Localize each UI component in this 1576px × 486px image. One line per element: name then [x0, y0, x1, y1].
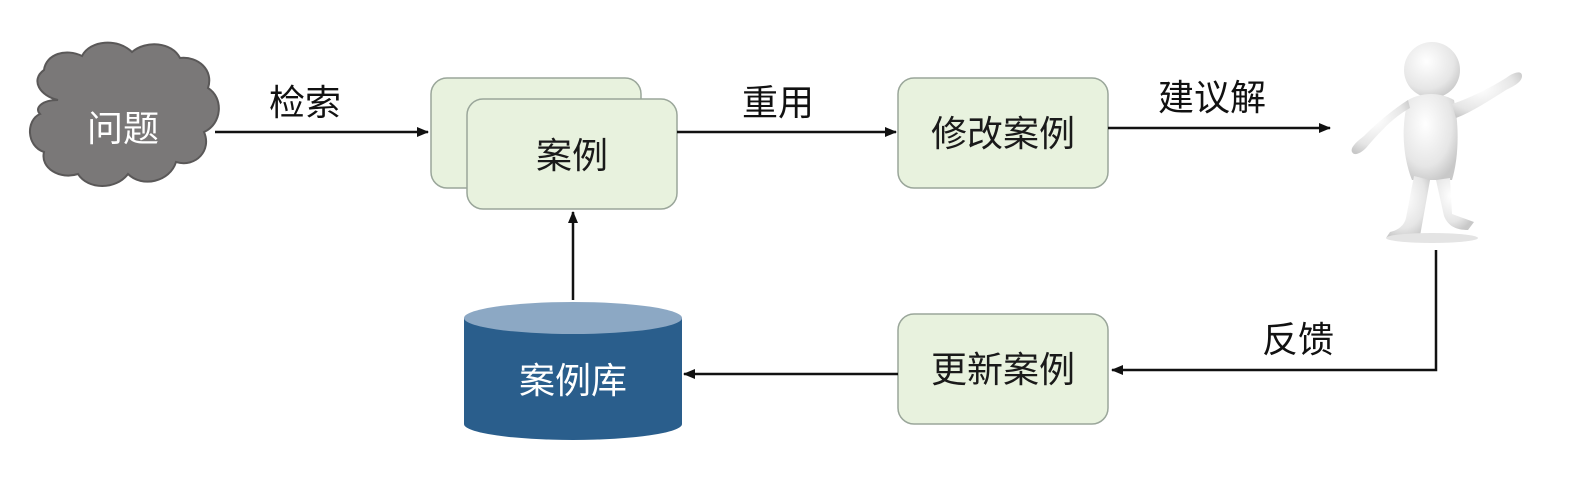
- case-base-cylinder: 案例库: [464, 302, 682, 440]
- suggest-label: 建议解: [1158, 78, 1266, 119]
- case-label: 案例: [536, 136, 608, 177]
- cloud-shape: [29, 41, 220, 187]
- cylinder-top: [464, 302, 682, 334]
- presenting-person-icon: [1351, 42, 1522, 243]
- feedback-arrow: [1111, 250, 1438, 375]
- retrieve-label: 检索: [269, 83, 341, 124]
- update-case-box: [897, 313, 1109, 425]
- reuse-label: 重用: [742, 83, 814, 124]
- feedback-label: 反馈: [1262, 320, 1334, 361]
- problem-label: 问题: [87, 109, 159, 150]
- revise-case-box: [897, 77, 1109, 189]
- case-node: 案例: [430, 77, 678, 210]
- problem-cloud: 问题: [29, 41, 220, 187]
- case-box-front: [466, 98, 678, 210]
- revise-case-node: 修改案例: [897, 77, 1109, 189]
- update-case-label: 更新案例: [931, 350, 1075, 391]
- revise-case-label: 修改案例: [931, 114, 1075, 155]
- cylinder-body: [464, 318, 682, 440]
- case-base-label: 案例库: [519, 361, 627, 402]
- update-case-node: 更新案例: [897, 313, 1109, 425]
